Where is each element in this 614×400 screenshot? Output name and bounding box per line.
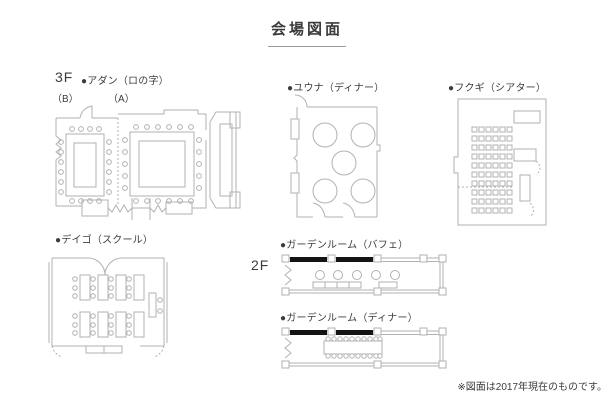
adan-a-chairs xyxy=(122,124,202,204)
deigo-school-tables xyxy=(72,274,145,338)
yuuna-round-tables xyxy=(312,122,376,204)
footnote: ※図面は2017年現在のものです。 xyxy=(457,382,607,393)
floor-label-3f: 3F xyxy=(55,69,74,85)
deigo-floorplan xyxy=(48,257,168,358)
garden-dinner-floorplan xyxy=(281,327,447,369)
room-label-deigo: ●デイゴ（スクール） xyxy=(55,235,154,246)
room-sub-label-b: （B） xyxy=(52,94,79,105)
room-label-yuuna: ●ユウナ（ディナー） xyxy=(287,83,385,94)
garden-dinner-long-table xyxy=(323,336,383,359)
room-label-adan: ●アダン（ロの字） xyxy=(81,76,169,87)
fukugi-theater-seats xyxy=(471,126,513,214)
title-wrap: 会場図面 xyxy=(0,18,614,47)
adan-floorplan xyxy=(55,105,241,220)
adan-b-chairs xyxy=(58,126,112,204)
deigo-presenter-table xyxy=(148,292,163,318)
fukugi-floorplan xyxy=(453,98,547,226)
yuuna-floorplan xyxy=(290,94,381,218)
page-title: 会場図面 xyxy=(267,18,346,47)
room-label-fukugi: ●フクギ（シアター） xyxy=(448,83,547,94)
room-sub-label-a: （A） xyxy=(108,94,135,105)
floor-label-2f: 2F xyxy=(251,257,270,273)
room-label-garden-buffet: ●ガーデンルーム（バフェ） xyxy=(280,240,409,251)
garden-buffet-floorplan xyxy=(281,254,447,296)
garden-buffet-tables xyxy=(312,270,400,289)
room-label-garden-dinner: ●ガーデンルーム（ディナー） xyxy=(280,313,418,324)
